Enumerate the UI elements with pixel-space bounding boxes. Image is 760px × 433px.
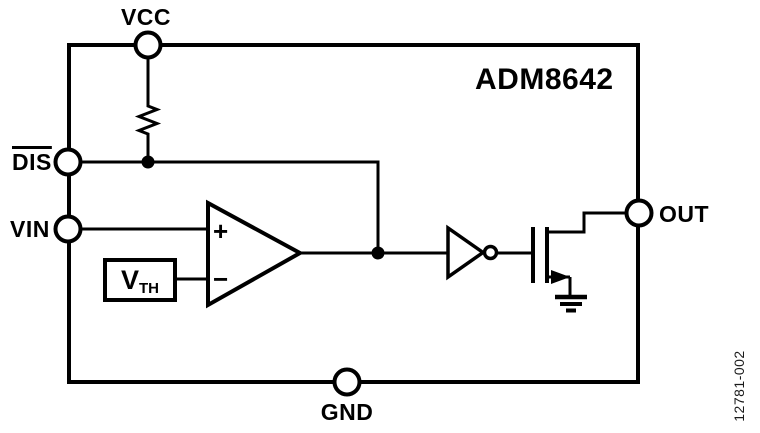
vth-subscript: TH xyxy=(139,280,159,297)
vcc-pin-label: VCC xyxy=(120,4,172,30)
ground-symbol xyxy=(555,294,587,313)
comparator-symbol xyxy=(206,199,305,309)
pullup-resistor xyxy=(134,57,162,158)
vth-reference-box xyxy=(103,258,177,302)
part-number-label: ADM8642 xyxy=(475,63,614,96)
dis-output-junction-dot xyxy=(371,246,385,260)
inverter-symbol xyxy=(446,224,487,281)
figure-number-watermark: 12781-002 xyxy=(731,350,747,422)
vth-symbol: V xyxy=(120,264,139,295)
inverter-bubble xyxy=(482,244,499,261)
dis-net-wire xyxy=(80,160,380,253)
vcc-pin-circle xyxy=(133,30,163,60)
gnd-pin-circle xyxy=(332,367,362,397)
vin-pin-label: VIN xyxy=(10,216,50,242)
comparator-minus-sign: − xyxy=(213,264,229,294)
vin-pin-circle xyxy=(53,214,83,244)
gnd-pin-label: GND xyxy=(320,399,374,425)
out-pin-label: OUT xyxy=(659,201,710,227)
out-pin-circle xyxy=(624,198,654,228)
nmos-drain-wire xyxy=(548,211,628,234)
comparator-plus-sign: + xyxy=(213,216,229,246)
nmos-source-arrow xyxy=(551,270,570,284)
resistor-dis-junction-dot xyxy=(141,155,155,169)
dis-pin-label: DIS xyxy=(12,149,52,175)
dis-pin-circle xyxy=(53,147,83,177)
